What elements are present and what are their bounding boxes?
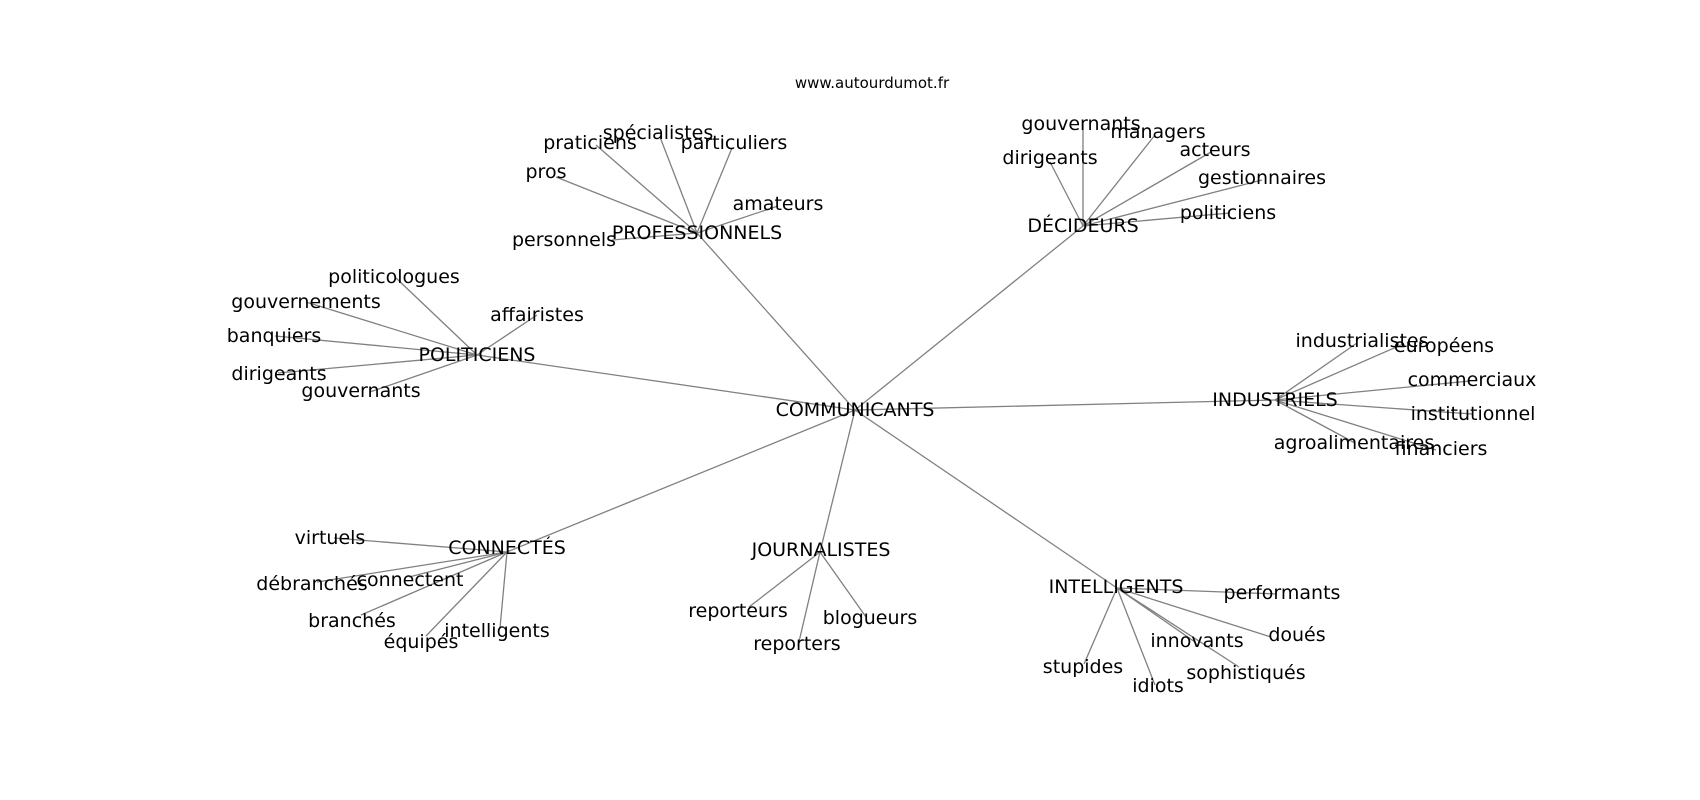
word-node-label[interactable]: gouvernants [301, 380, 420, 402]
edge-hub-0-word-4 [696, 205, 779, 234]
word-node-label[interactable]: sophistiqués [1186, 662, 1305, 684]
edge-hub-0-word-3 [555, 176, 698, 234]
group-node-label[interactable]: DÉCIDEURS [1027, 214, 1138, 237]
word-node-label[interactable]: particuliers [681, 132, 788, 154]
edge-center-to-4 [506, 409, 856, 553]
source-watermark: www.autourdumot.fr [795, 74, 950, 92]
word-node-label[interactable]: industrialistes [1296, 330, 1429, 352]
edge-hub-0-word-5 [611, 232, 698, 241]
edge-hub-4-word-2 [316, 551, 508, 583]
group-node-label[interactable]: POLITICIENS [419, 344, 536, 366]
word-node-label[interactable]: affairistes [490, 304, 584, 326]
word-node-label[interactable]: européens [1394, 335, 1494, 357]
edge-center-to-2 [476, 354, 856, 411]
edge-hub-0-word-1 [595, 144, 698, 234]
edge-center-to-3 [854, 399, 1276, 411]
edge-hub-4-word-1 [408, 551, 508, 578]
word-node-label[interactable]: spécialistes [603, 122, 714, 144]
word-node-label[interactable]: praticiens [543, 132, 637, 154]
word-node-label[interactable]: doués [1268, 624, 1325, 646]
edge-hub-2-word-1 [305, 301, 478, 356]
edge-hub-6-word-5 [1116, 587, 1156, 686]
word-node-label[interactable]: idiots [1132, 675, 1184, 697]
word-node-label[interactable]: banquiers [227, 325, 322, 347]
word-node-label[interactable]: gouvernements [231, 291, 380, 313]
word-node-label[interactable]: équipés [384, 631, 459, 653]
word-node-label[interactable]: blogueurs [823, 607, 918, 629]
edge-center-to-0 [696, 232, 856, 411]
word-node-label[interactable]: pros [526, 161, 567, 183]
edge-hub-4-word-5 [425, 551, 508, 637]
graph-labels: www.autourdumot.fr COMMUNICANTS PROFESSIO… [227, 74, 1537, 697]
word-node-label[interactable]: performants [1224, 582, 1341, 604]
edge-hub-0-word-2 [696, 147, 733, 234]
word-node-label[interactable]: agroalimentaires [1274, 432, 1435, 454]
word-node-label[interactable]: intelligents [444, 620, 549, 642]
word-node-label[interactable]: reporteurs [688, 600, 787, 622]
group-node-label[interactable]: PROFESSIONNELS [612, 222, 782, 244]
word-node-label[interactable]: gestionnaires [1198, 167, 1326, 189]
edge-hub-6-word-3 [1083, 587, 1118, 665]
center-node-label[interactable]: COMMUNICANTS [776, 399, 935, 421]
word-node-label[interactable]: amateurs [733, 193, 824, 215]
word-node-label[interactable]: commerciaux [1408, 369, 1537, 391]
edge-hub-2-word-2 [476, 314, 538, 356]
word-node-label[interactable]: gouvernants [1021, 113, 1140, 135]
word-node-label[interactable]: débranchés [256, 573, 367, 595]
edge-center-to-5 [819, 409, 856, 553]
edge-center-to-1 [854, 225, 1084, 411]
edge-hub-6-word-4 [1116, 587, 1240, 668]
word-node-label[interactable]: reporters [753, 633, 840, 655]
word-node-label[interactable]: innovants [1150, 630, 1243, 652]
word-node-label[interactable]: politiciens [1180, 202, 1276, 224]
word-node-label[interactable]: acteurs [1180, 139, 1251, 161]
word-node-label[interactable]: dirigeants [231, 363, 326, 385]
group-node-label[interactable]: INDUSTRIELS [1212, 389, 1337, 411]
edge-hub-3-word-2 [1274, 380, 1471, 401]
word-node-label[interactable]: politicologues [328, 266, 460, 288]
edge-hub-1-word-1 [1082, 134, 1156, 227]
edge-hub-1-word-4 [1082, 179, 1263, 227]
edge-hub-3-word-4 [1274, 399, 1356, 444]
edge-hub-2-word-3 [274, 335, 478, 356]
word-node-label[interactable]: institutionnel [1411, 403, 1536, 425]
group-node-label[interactable]: INTELLIGENTS [1049, 576, 1184, 598]
graph-edges [274, 124, 1473, 686]
edge-hub-3-word-3 [1274, 399, 1473, 415]
edge-hub-2-word-0 [395, 277, 478, 356]
edge-hub-4-word-0 [333, 537, 508, 553]
group-node-label[interactable]: JOURNALISTES [751, 539, 891, 561]
word-node-label[interactable]: stupides [1043, 656, 1123, 678]
word-node-label[interactable]: financiers [1395, 438, 1488, 460]
word-node-label[interactable]: personnels [512, 229, 616, 251]
edge-hub-2-word-4 [277, 354, 478, 374]
edge-hub-3-word-1 [1274, 344, 1402, 401]
edge-hub-4-word-4 [499, 551, 508, 629]
edge-hub-6-word-0 [1116, 587, 1278, 595]
edge-hub-6-word-1 [1116, 587, 1272, 638]
edge-hub-3-word-5 [1274, 399, 1437, 451]
word-node-label[interactable]: managers [1110, 121, 1205, 143]
edge-hub-1-word-5 [1082, 212, 1231, 227]
word-node-label[interactable]: branchés [308, 610, 396, 632]
edge-center-to-6 [854, 409, 1118, 589]
edge-hub-0-word-0 [659, 136, 698, 234]
edge-hub-4-word-3 [360, 551, 508, 616]
group-node-label[interactable]: CONNECTÉS [448, 536, 566, 559]
edge-hub-5-word-1 [819, 551, 867, 618]
word-node-label[interactable]: dirigeants [1002, 147, 1097, 169]
word-node-label[interactable]: connectent [357, 569, 464, 591]
edge-hub-5-word-0 [748, 551, 821, 608]
edge-hub-2-word-5 [369, 354, 478, 393]
edge-hub-1-word-3 [1082, 151, 1212, 227]
edge-hub-5-word-2 [797, 551, 821, 647]
word-node-label[interactable]: virtuels [295, 527, 366, 549]
edge-hub-1-word-2 [1049, 161, 1084, 227]
edge-hub-3-word-0 [1274, 342, 1358, 401]
